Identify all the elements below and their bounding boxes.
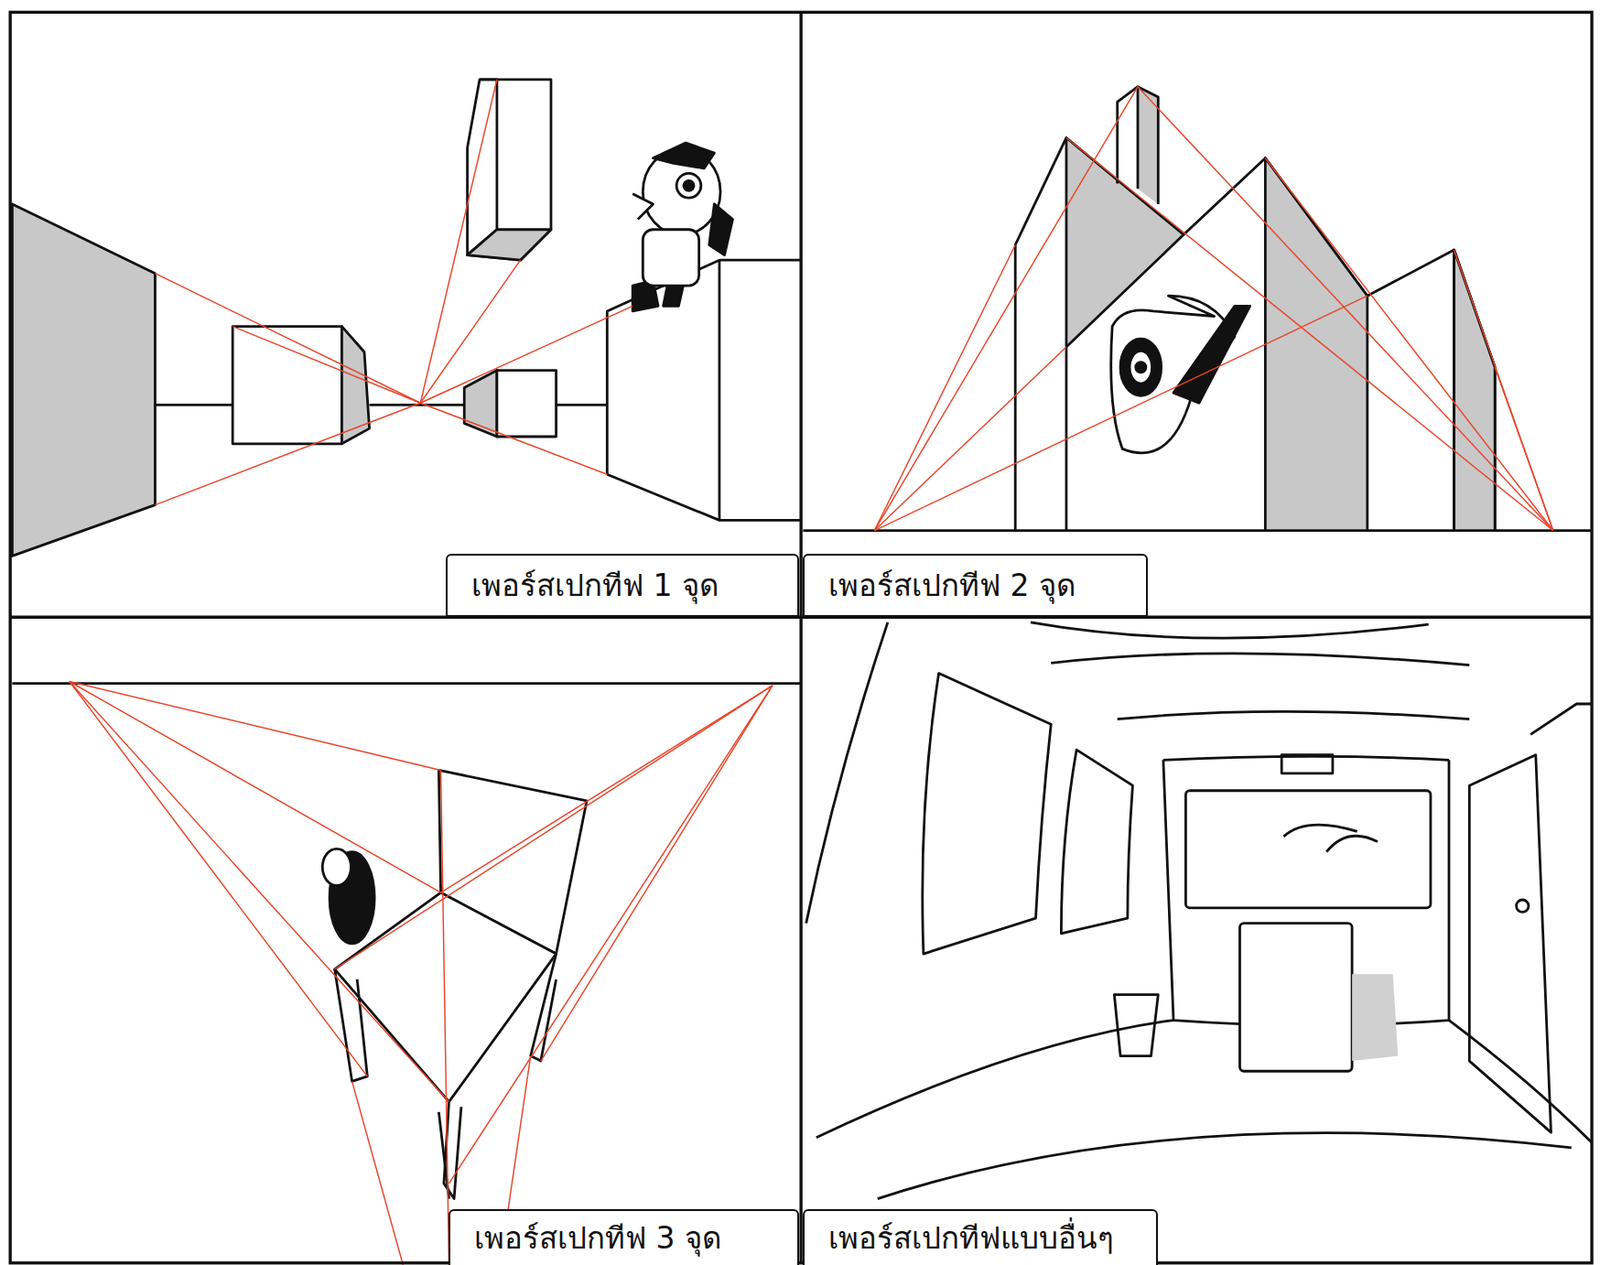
caption-text: เพอร์สเปกทีฟ 1 จุด (447, 561, 743, 610)
caption-box: เพอร์สเปกทีฟ 3 จุด (448, 1209, 800, 1265)
caption-box: เพอร์สเปกทีฟ 2 จุด (802, 553, 1148, 617)
caption-text: เพอร์สเปกทีฟ 3 จุด (450, 1213, 746, 1263)
caption-text: เพอร์สเปกทีฟ 2 จุด (804, 561, 1100, 610)
caption-text: เพอร์สเปกทีฟแบบอื่นๆ (804, 1213, 1138, 1263)
caption-box: เพอร์สเปกทีฟ 1 จุด (445, 553, 800, 617)
caption-box: เพอร์สเปกทีฟแบบอื่นๆ (802, 1209, 1158, 1265)
